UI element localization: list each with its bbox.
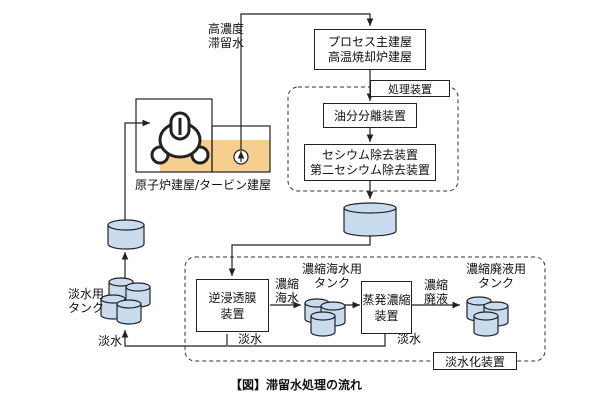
freshwater-tank-label: 淡水用 タンク: [68, 287, 108, 315]
cesium-removal-box: セシウム除去装置 第二セシウム除去装置: [304, 144, 436, 181]
concentrated-seawater-tank-line1: 濃縮海水用: [301, 262, 362, 276]
concentrated-waste-tanks-icon: [466, 296, 509, 337]
process-building-line2: 高温焼却炉建屋: [327, 49, 412, 64]
buffer-tank-icon: [343, 202, 397, 237]
flow-freshwater-evap: [228, 334, 386, 347]
figure-caption: 【図】滞留水処理の流れ: [230, 378, 363, 392]
high-conc-water-line1: 高濃度: [208, 22, 245, 36]
cesium-removal-line1: セシウム除去装置: [321, 147, 418, 162]
process-building-box: プロセス主建屋 高温焼却炉建屋: [314, 29, 426, 70]
flow-to-reactor: [124, 119, 150, 220]
treatment-unit-label: 処理装置: [370, 80, 450, 97]
cesium-removal-line2: 第二セシウム除去装置: [309, 162, 430, 177]
reactor-building-graphic: [135, 98, 271, 173]
ro-unit-line1: 逆浸透膜: [208, 290, 257, 305]
oil-separator-box: 油分分離装置: [323, 103, 417, 128]
ro-unit-box: 逆浸透膜 装置: [196, 279, 269, 332]
concentrated-seawater-flow-line2: 海水: [274, 291, 299, 305]
concentrated-seawater-tank-line2: タンク: [313, 276, 350, 290]
flow-to-process-building: [240, 13, 374, 150]
freshwater-evap-label: 淡水: [397, 332, 422, 346]
concentrated-waste-tank-line1: 濃縮廃液用: [465, 262, 526, 276]
evaporator-line1: 蒸発濃縮: [362, 292, 411, 307]
freshwater-left-label: 淡水: [98, 334, 123, 348]
concentrated-waste-tank-line2: タンク: [477, 276, 514, 290]
treatment-unit-outline: [287, 86, 459, 192]
desalination-unit-outline: [184, 256, 546, 362]
concentrated-seawater-tank-label: 濃縮海水用 タンク: [296, 262, 368, 290]
high-conc-water-label: 高濃度 滞留水: [208, 22, 258, 50]
pump-icon: [233, 149, 249, 165]
concentrated-seawater-flow-line1: 濃縮: [274, 277, 299, 291]
flow-to-ro-unit: [228, 232, 371, 276]
concentrated-waste-tank-label: 濃縮廃液用 タンク: [460, 262, 532, 290]
freshwater-tank-line2: タンク: [68, 301, 105, 315]
desalination-unit-label: 淡水化装置: [433, 352, 517, 370]
evaporator-box: 蒸発濃縮 装置: [361, 281, 412, 334]
flow-freshwater-ro: [121, 330, 228, 347]
tank-icons: [100, 202, 509, 337]
process-building-line1: プロセス主建屋: [327, 34, 412, 49]
flow-lines: [121, 13, 460, 347]
concentrated-waste-flow-line2: 廃液: [423, 292, 448, 306]
reactor-vessel-icon: [150, 111, 210, 165]
freshwater-tank-line1: 淡水用: [68, 287, 105, 301]
recycle-tank-icon: [107, 219, 145, 250]
reactor-building-label: 原子炉建屋/タービン建屋: [135, 178, 272, 192]
high-conc-water-line2: 滞留水: [208, 36, 245, 50]
ro-unit-line2: 装置: [220, 306, 245, 321]
freshwater-ro-label: 淡水: [238, 332, 263, 346]
freshwater-tanks-icon: [100, 277, 151, 325]
evaporator-line2: 装置: [374, 308, 399, 323]
concentrated-seawater-tanks-icon: [304, 298, 346, 337]
concentrated-waste-flow-line1: 濃縮: [423, 278, 448, 292]
concentrated-seawater-flow-label: 濃縮 海水: [272, 277, 302, 305]
concentrated-waste-flow-label: 濃縮 廃液: [421, 278, 451, 306]
